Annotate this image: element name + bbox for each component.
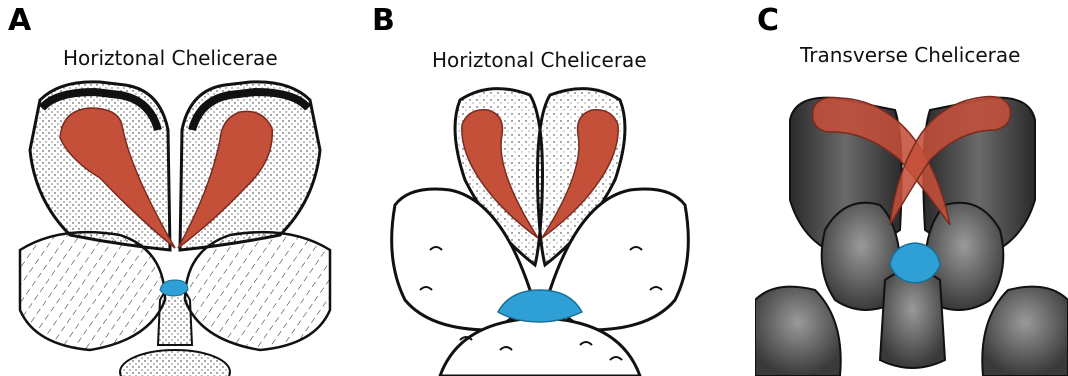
panel-c-labrum bbox=[890, 243, 940, 283]
panel-b-illustration bbox=[370, 0, 710, 376]
panel-a-illustration bbox=[0, 0, 350, 376]
panel-a-labrum bbox=[160, 280, 188, 296]
panel-c-illustration bbox=[755, 0, 1068, 376]
panel-b-body bbox=[392, 89, 689, 376]
